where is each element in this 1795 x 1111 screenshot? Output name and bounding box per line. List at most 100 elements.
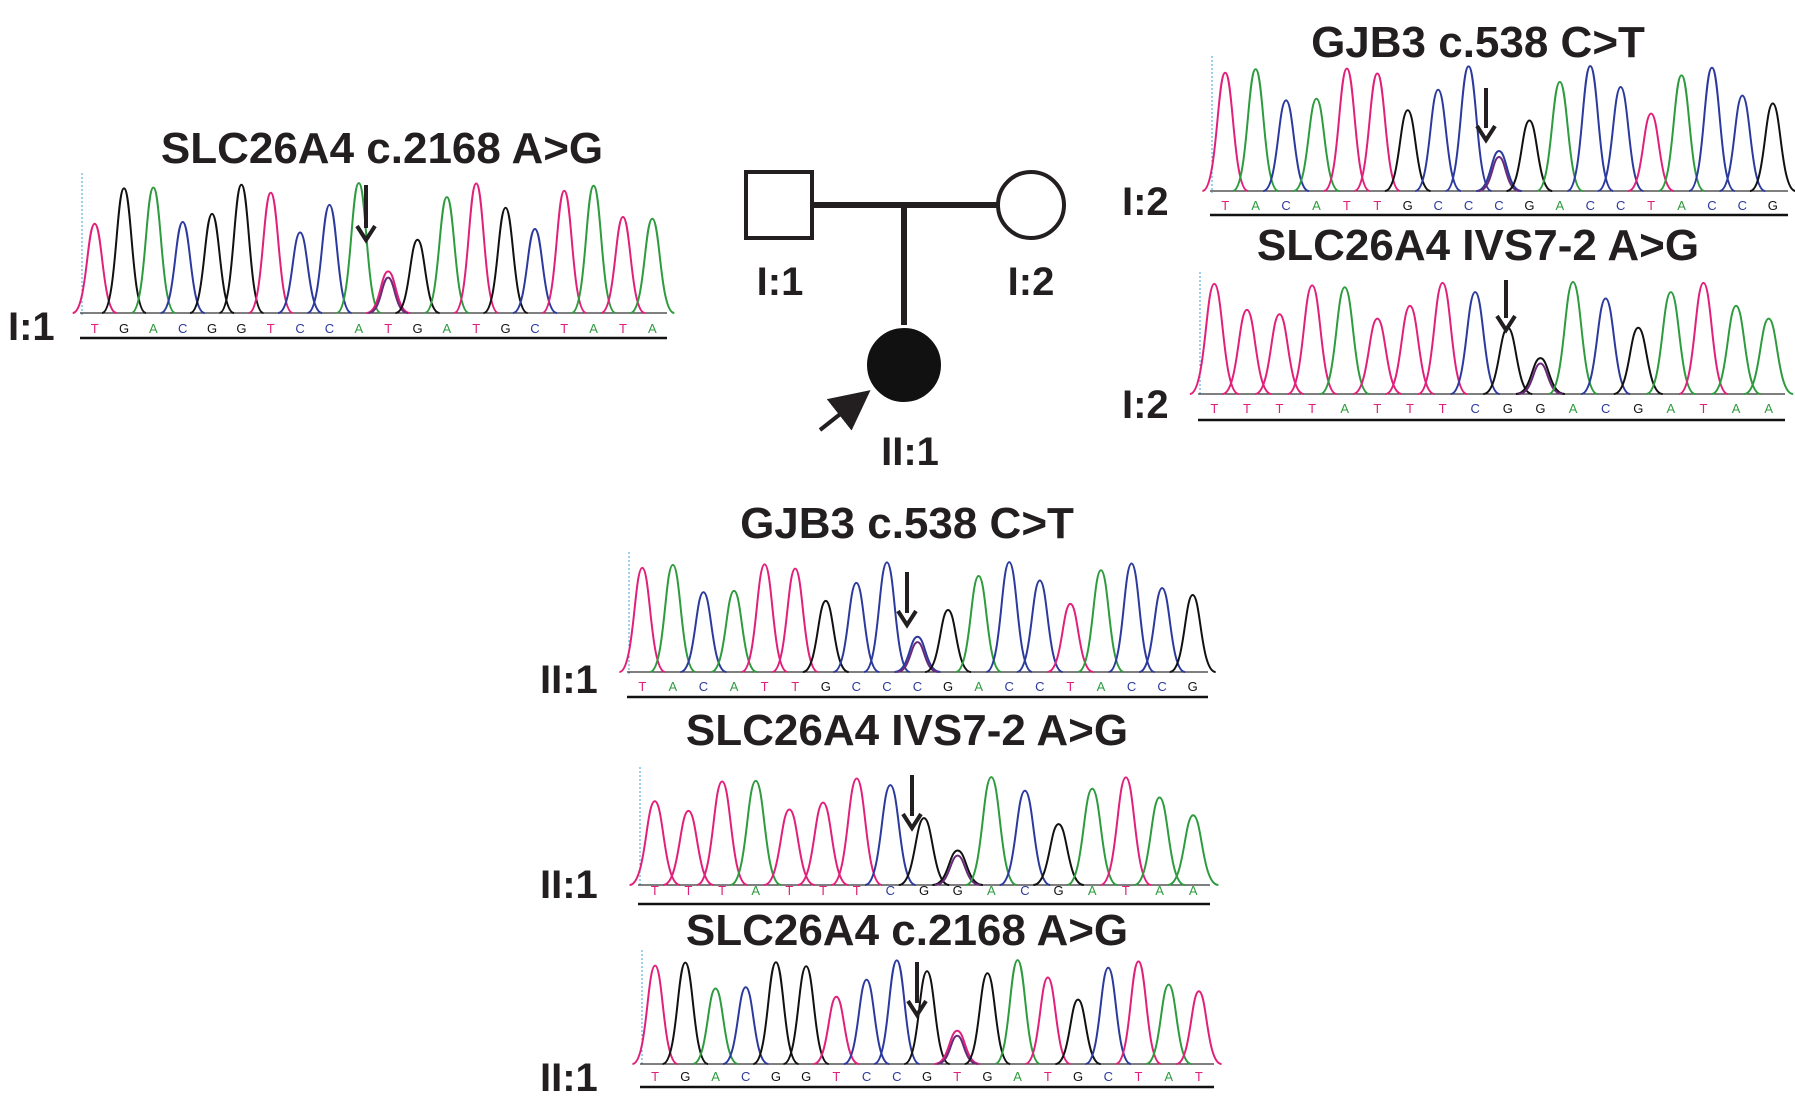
chromatogram-peak [629,217,675,314]
chromatogram-peak [306,203,352,314]
base-call: A [1667,401,1676,416]
base-call: C [913,679,922,694]
base-call: T [785,883,793,898]
base-call: G [207,321,217,336]
base-call: G [501,321,511,336]
heterozygous-peak [896,641,939,673]
chromatogram-peak [1385,304,1435,395]
base-call: G [1768,198,1778,213]
chromatogram-peak [1100,776,1152,886]
chromatogram-peak [662,809,715,886]
chromatogram-peak [955,574,1003,673]
chromatogram-peak [1201,71,1249,192]
base-call: T [1373,401,1381,416]
chromatogram-peak [894,635,941,673]
base-call: G [1503,401,1513,416]
base-call: A [648,321,657,336]
proband-id-label: II:1 [881,430,939,474]
variant-arrow-head [355,224,377,244]
chromatogram-peak [1645,291,1696,395]
base-call: G [1073,1069,1083,1084]
chromatogram-peak [483,206,529,314]
chromatogram-peak [1658,74,1705,192]
trace-title: SLC26A4 IVS7-2 A>G [686,706,1128,755]
base-call: G [236,321,246,336]
base-call: C [1707,198,1716,213]
chromatogram-peak [1352,317,1403,395]
chromatogram-peak [1613,326,1664,395]
chromatogram-peak [863,561,911,673]
trace-title: SLC26A4 IVS7-2 A>G [1257,221,1699,270]
base-call: G [1633,401,1643,416]
chromatogram-peak [1450,291,1501,395]
base-call: A [1569,401,1578,416]
base-call: T [1406,401,1414,416]
base-call: A [1764,401,1773,416]
trace-sample-label: I:1 [8,305,55,349]
base-call: G [953,883,963,898]
heterozygous-peak [936,1034,978,1065]
chromatogram-peak [1047,602,1094,673]
chromatogram-peak [1384,109,1431,192]
chromatogram-peak [813,995,860,1065]
base-call: T [267,321,275,336]
chromatogram-peak [160,221,206,314]
chromatogram-peak [189,212,235,314]
chromatogram-peak [218,183,264,314]
base-call: T [718,883,726,898]
base-call: T [832,1069,840,1084]
chromatogram-peak [1719,94,1766,192]
base-call: T [1221,198,1229,213]
base-call: T [1210,401,1218,416]
chromatogram-peak [692,987,739,1065]
chromatogram-peak [1066,787,1118,886]
base-call: T [384,321,392,336]
variant-arrow-head [901,812,923,832]
base-call: T [1647,198,1655,213]
trace-title: GJB3 c.538 C>T [740,499,1074,548]
base-call: A [1097,679,1106,694]
chromatogram-peak [771,567,819,673]
chromatogram-peak [662,961,709,1065]
chromatogram-peak [832,581,880,673]
base-call: C [1127,679,1136,694]
base-call: G [1403,198,1413,213]
base-call: A [1164,1069,1173,1084]
chromatogram-peak [1749,102,1795,192]
base-call: C [1464,198,1473,213]
base-call: T [1308,401,1316,416]
base-call: T [651,883,659,898]
chromatogram-peak [336,182,382,314]
chromatogram-peak [1287,284,1338,395]
chromatogram-peak [864,784,917,886]
chromatogram-peak [1169,594,1217,673]
base-call: C [295,321,304,336]
chromatogram-peak [1293,97,1340,192]
base-call: T [1439,401,1447,416]
chromatogram-peak [843,978,890,1065]
chromatogram-peak [453,182,499,314]
chromatogram-peak [512,227,558,314]
variant-arrow-head [906,999,928,1019]
chromatogram-peak [1262,99,1310,192]
chromatogram-peak [999,789,1051,886]
base-call: T [1134,1069,1142,1084]
chromatogram-peak [831,777,883,886]
trace-title: SLC26A4 c.2168 A>G [161,124,603,173]
base-call: A [1251,198,1260,213]
chromatogram-peak [101,187,147,314]
chromatogram-peak [1033,823,1085,886]
chromatogram-peak [1353,72,1401,192]
base-call: C [699,679,708,694]
chromatogram-peak [1323,67,1371,192]
base-call: A [1088,883,1097,898]
base-call: C [886,883,895,898]
base-call: C [1035,679,1044,694]
proband-symbol [867,328,941,402]
chromatogram-peak [600,216,646,314]
base-call: T [1044,1069,1052,1084]
chromatogram-peak [1414,88,1462,192]
